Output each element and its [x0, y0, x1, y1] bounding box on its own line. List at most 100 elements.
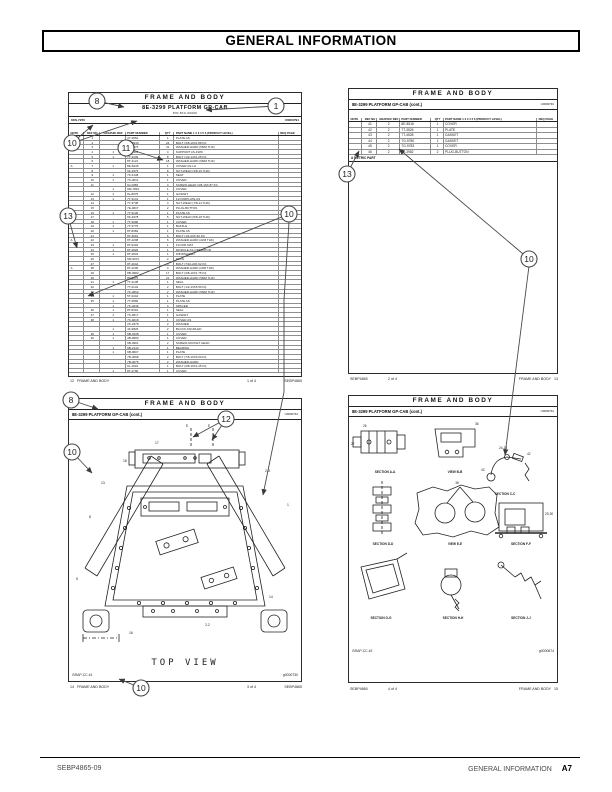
panel2-subtitle: 8E-3299 PLATFORM GP-CAB (cont.) [352, 102, 422, 107]
footer-section: GENERAL INFORMATION A7 [468, 764, 572, 773]
panel2-subtitle-row: 8E-3299 PLATFORM GP-CAB (cont.) U0000791 [349, 100, 557, 110]
panel-top-view-drawing: FRAME AND BODY 8E-3299 PLATFORM GP-CAB (… [68, 398, 302, 682]
panel-parts-list-2: FRAME AND BODY 8E-3299 PLATFORM GP-CAB (… [348, 88, 558, 374]
ref-label: 18 [123, 459, 127, 463]
panel3-doc-id: U0000791 [284, 412, 298, 416]
panel3-footer-left: 14 FRAME AND BODY [70, 685, 110, 689]
panel1-footer: 12 FRAME AND BODY 1 of 4 SEBP4865 [68, 379, 302, 386]
view-label: SECTION J-J [511, 616, 531, 620]
ref-label: 16 [129, 631, 133, 635]
view-label: SECTION G-G [370, 616, 392, 620]
top-view-drawing: E E 17 18 13 2-3 1 8 5 16 2-2 14 TOP VIE… [76, 424, 289, 668]
footer-section-label: GENERAL INFORMATION [468, 766, 552, 773]
panel3-footer: 14 FRAME AND BODY 3 of 4 SEBP4865 [68, 685, 302, 692]
ref-label: 36 [475, 422, 479, 426]
ref-label: 17 [155, 441, 159, 445]
panel-detail-views: FRAME AND BODY 8E-3299 PLATFORM GP-CAB (… [348, 395, 558, 683]
page-title: GENERAL INFORMATION [225, 33, 397, 48]
detail-views-drawing: SECTION A-A VIEW B-B SECTION C-C SECTION… [351, 422, 553, 620]
panel2-footer-page: 2 of 4 [388, 377, 397, 381]
panel2-header: FRAME AND BODY [349, 89, 557, 100]
ref-label: 8 [89, 515, 91, 519]
section-marker-e1: E [186, 424, 189, 428]
footer-doc-number: SEBP4865-09 [57, 765, 102, 772]
ref-label: 2-3 [265, 469, 270, 473]
panel4-graphic-row: GRAP-CC #2 g0000674 [349, 647, 557, 656]
ref-label: 26 [363, 424, 367, 428]
ref-label: 38 [455, 481, 459, 485]
ref-label: 43 [481, 468, 485, 472]
panel1-subtitle-block: 8E-3299 PLATFORM GP-CAB PIN 5KC-00000 [69, 104, 301, 117]
panel1-info-row: 6KS-7250 U0000791 [69, 117, 301, 124]
panel3-graphic-row: GRAP-CC #1 g0000730 [69, 671, 301, 680]
panel4-graphic-id: g0000674 [538, 649, 554, 653]
panel4-doc-id: U0000791 [540, 409, 554, 413]
page-title-box: GENERAL INFORMATION [42, 30, 580, 52]
panel4-footer-left: SEBP4865 [350, 687, 368, 691]
panel1-footer-page: 1 of 4 [247, 379, 256, 383]
panel4-subtitle: 8E-3299 PLATFORM GP-CAB (cont.) [352, 409, 422, 414]
panel4-graphic-ref: GRAP-CC #2 [352, 649, 373, 653]
panel3-header: FRAME AND BODY [69, 399, 301, 410]
top-view-label: TOP VIEW [151, 658, 218, 668]
panel3-footer-right: SEBP4865 [284, 685, 302, 689]
footer-page-number: A7 [561, 764, 572, 773]
view-label: SECTION A-A [375, 470, 396, 474]
view-label: VIEW E-E [448, 542, 462, 546]
panel4-footer-right: FRAME AND BODY 15 [518, 687, 558, 691]
ref-label: 2-2 [205, 623, 210, 627]
panel2-footer-right: FRAME AND BODY 13 [518, 377, 558, 381]
ref-label: 1 [287, 503, 289, 507]
panel2-doc-id: U0000791 [540, 102, 554, 106]
footer-rule [40, 757, 580, 758]
panel3-graphic-id: g0000730 [282, 673, 298, 677]
panel1-footer-left: 12 FRAME AND BODY [70, 379, 110, 383]
section-marker-e2: E [208, 424, 211, 428]
ref-label: 42 [527, 452, 531, 456]
view-label: SECTION F-F [511, 542, 531, 546]
ref-label: 14 [269, 595, 273, 599]
panel2-footer-left: SEBP4865 [350, 377, 368, 381]
panel1-footer-right: SEBP4865 [284, 379, 302, 383]
view-label: VIEW B-B [448, 470, 463, 474]
panel-parts-list-1: FRAME AND BODY 8E-3299 PLATFORM GP-CAB P… [68, 92, 302, 377]
panel3-subtitle-row: 8E-3299 PLATFORM GP-CAB (cont.) U0000791 [69, 410, 301, 420]
view-label: SECTION H-H [443, 616, 464, 620]
view-label: SECTION C-C [495, 492, 516, 496]
view-label: SECTION D-D [373, 542, 394, 546]
panel4-header: FRAME AND BODY [349, 396, 557, 407]
panel1-doc-id: U0000791 [284, 118, 299, 122]
panel3-footer-page: 3 of 4 [247, 685, 256, 689]
panel2-metric-note: A METRIC PART [349, 155, 557, 162]
panel1-pin: PIN 5KC-00000 [172, 111, 198, 115]
ref-label: 24-25 [499, 446, 507, 450]
panel1-header: FRAME AND BODY [69, 93, 301, 104]
ref-label: 29-30 [545, 512, 553, 516]
ref-label: 27 [351, 442, 355, 446]
panel1-subtitle: 8E-3299 PLATFORM GP-CAB [142, 105, 228, 111]
ref-label: 13 [101, 481, 105, 485]
panel2-footer: SEBP4865 2 of 4 FRAME AND BODY 13 [348, 377, 558, 384]
